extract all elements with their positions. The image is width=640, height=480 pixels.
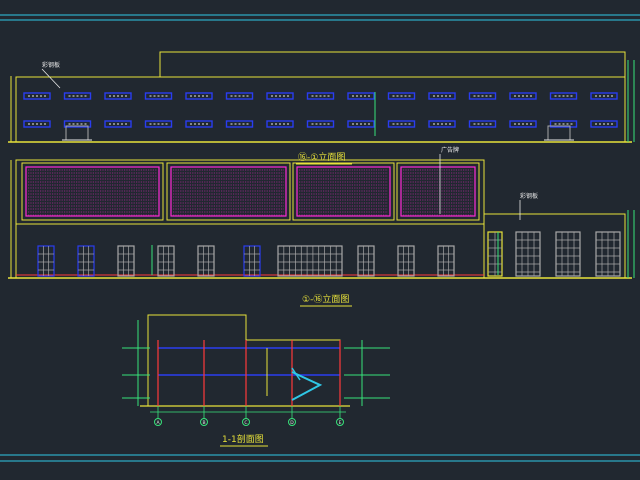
south-opening-group [37,231,621,277]
north-window [104,92,132,100]
north-window [509,120,537,128]
axis-label: D [290,420,294,426]
elevation-south: 广告牌 彩钢板 ①-⑯立面图 [8,146,635,307]
north-window [225,120,254,128]
billboard-frame [396,162,480,221]
axis-bubble [242,418,250,426]
north-window [347,120,375,128]
north-tag-label: 彩钢板 [42,61,60,69]
north-window [23,120,51,128]
north-window [590,120,618,128]
facade-opening [157,245,175,277]
north-window [387,92,416,100]
north-window [104,120,132,128]
north-roof-outline [15,51,626,142]
north-window [266,120,294,128]
axis-label: C [244,420,247,426]
axis-bubble [154,418,162,426]
north-window [428,120,456,128]
north-window [63,92,92,100]
north-entrance-left [65,125,89,141]
section-stair [291,371,323,401]
billboard-panel [400,166,476,217]
south-dimension-marks [151,210,635,278]
billboard-frame [292,162,395,221]
north-window [63,120,92,128]
section-level-marks [122,320,390,406]
facade-opening [77,245,95,277]
facade-opening [357,245,375,277]
north-window [225,92,254,100]
north-window [144,92,173,100]
north-window [266,92,294,100]
facade-opening [277,245,343,277]
billboard-frame [21,162,164,221]
north-window-group [23,92,618,128]
elevation-north: 彩钢板 ⑯-①立面图 [8,51,635,165]
facade-opening [437,245,455,277]
north-window [549,120,578,128]
billboard-panel [170,166,287,217]
north-window [468,92,497,100]
south-annex-outline [484,213,626,278]
south-elevation-title: ①-⑯立面图 [302,293,349,305]
billboard-frame [166,162,291,221]
north-window [23,92,51,100]
drawing-frame [0,14,640,462]
north-window [549,92,578,100]
axis-label: A [156,420,160,426]
north-window [468,120,497,128]
facade-opening [197,245,215,277]
facade-opening [117,245,135,277]
section-stair-landing [291,367,301,381]
section-columns [157,340,341,406]
south-tag-right-label: 彩钢板 [520,192,538,200]
north-tag-leader [41,68,61,89]
north-window [185,120,213,128]
north-window [347,92,375,100]
south-tag-left-label: 广告牌 [441,146,459,154]
north-window [590,92,618,100]
north-elevation-title: ⑯-①立面图 [298,151,345,163]
north-window [428,92,456,100]
billboard-panel [296,166,391,217]
north-entrance-right [547,125,571,141]
section-outline [147,314,341,406]
axis-bubble [336,418,344,426]
south-billboard-group [21,162,480,221]
facade-opening [397,245,415,277]
axis-bubble [288,418,296,426]
axis-bubble [200,418,208,426]
section-1-1: A B C D E 1-1剖面图 [122,314,390,447]
north-window [306,92,335,100]
section-title: 1-1剖面图 [222,433,264,445]
section-axis-group: A B C D E [150,406,346,426]
axis-label: B [202,420,205,426]
north-dimension-marks [374,60,635,142]
north-window [509,92,537,100]
facade-opening [243,245,261,277]
north-window [306,120,335,128]
facade-opening [37,245,55,277]
north-window [144,120,173,128]
north-window [185,92,213,100]
north-window [387,120,416,128]
axis-label: E [339,420,342,426]
billboard-panel [25,166,160,217]
